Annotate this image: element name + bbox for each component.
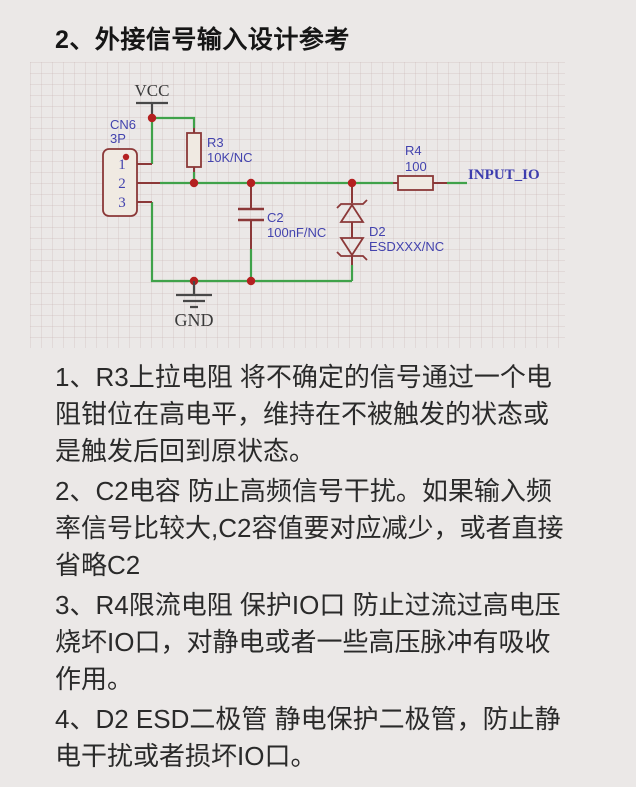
vcc-power-port: VCC [135,81,170,118]
d2-top-triangle [339,203,365,223]
junction-vcc [147,113,157,123]
connector-type: 3P [110,131,126,146]
gnd-earth-symbol [176,293,212,309]
note-c2-capacitor: 2、C2电容 防止高频信号干扰。如果输入频 率信号比较大,C2容值要对应减少，或… [55,476,564,580]
r4-body [397,175,434,191]
d2-designator: D2 [369,224,386,239]
gnd-label: GND [175,310,214,330]
note-r3-pullup: 1、R3上拉电阻 将不确定的信号通过一个电 阻钳位在高电平，维持在不被触发的状态… [55,362,552,466]
esd-diode-d2: D2 ESDXXX/NC [336,199,444,261]
d2-value: ESDXXX/NC [369,239,444,254]
gnd-power-port: GND [175,281,214,330]
pin2-number: 2 [118,176,126,192]
note-r4-current-limit: 3、R4限流电阻 保护IO口 防止过流过高电压 烧坏IO口，对静电或者一些高压脉… [55,590,561,694]
circuit-schematic: VCC CN6 3P [102,81,540,330]
pin1-number: 1 [118,157,126,173]
d2-bottom-triangle [339,237,365,257]
junction-d2-top [347,178,357,188]
notes-section: 1、R3上拉电阻 将不确定的信号通过一个电 阻钳位在高电平，维持在不被触发的状态… [55,359,583,775]
connector-body [102,148,138,217]
page-title: 2、外接信号输入设计参考 [55,26,350,54]
wire-vcc-to-r3 [152,116,196,128]
wire-ground-rail [150,202,352,283]
resistor-r4: R4 100 [397,143,434,191]
junction-c2-top [246,178,256,188]
c2-value: 100nF/NC [267,225,326,240]
note-d2-esd: 4、D2 ESD二极管 静电保护二极管，防止静 电干扰或者损坏IO口。 [55,704,561,771]
junction-c2-bottom [246,276,256,286]
net-label-input-io: INPUT_IO [468,167,540,183]
pin3-number: 3 [118,195,126,211]
connector-cn6: CN6 3P 1 2 3 [102,117,138,217]
r4-value: 100 [405,159,427,174]
resistor-r3: R3 10K/NC [186,132,253,168]
r3-body [186,132,202,168]
pin1-indicator-dot [122,153,130,161]
c2-designator: C2 [267,210,284,225]
connector-designator: CN6 [110,117,136,132]
r3-value: 10K/NC [207,150,253,165]
r3-designator: R3 [207,135,224,150]
r4-designator: R4 [405,143,422,158]
capacitor-c2: C2 100nF/NC [238,207,326,240]
vcc-label: VCC [135,81,170,100]
d2-bottom-cathode-bar [336,251,368,261]
junction-r3-pin2 [189,178,199,188]
